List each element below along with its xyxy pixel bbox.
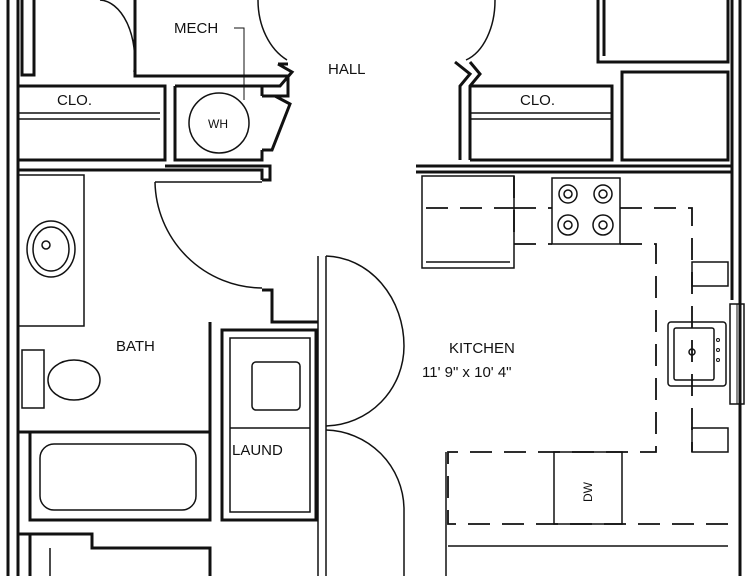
hall-label: HALL xyxy=(328,61,366,78)
bath-label: BATH xyxy=(116,338,155,355)
doors xyxy=(99,0,496,576)
kitchen-dimensions: 11' 9" x 10' 4" xyxy=(422,364,512,381)
labels: MECH HALL CLO. CLO. WH BATH KITCHEN 11' … xyxy=(57,20,595,502)
water-heater-label: WH xyxy=(208,117,228,131)
laundry-label: LAUND xyxy=(232,442,283,459)
walls xyxy=(6,0,742,576)
fixtures xyxy=(21,92,745,511)
kitchen-label: KITCHEN xyxy=(449,340,515,357)
closet-right-label: CLO. xyxy=(520,92,555,109)
closet-left-label: CLO. xyxy=(57,92,92,109)
kitchen-cabinets xyxy=(421,175,729,576)
mech-label: MECH xyxy=(174,20,218,37)
burner-icons xyxy=(557,184,614,236)
dishwasher-label: DW xyxy=(581,481,595,502)
